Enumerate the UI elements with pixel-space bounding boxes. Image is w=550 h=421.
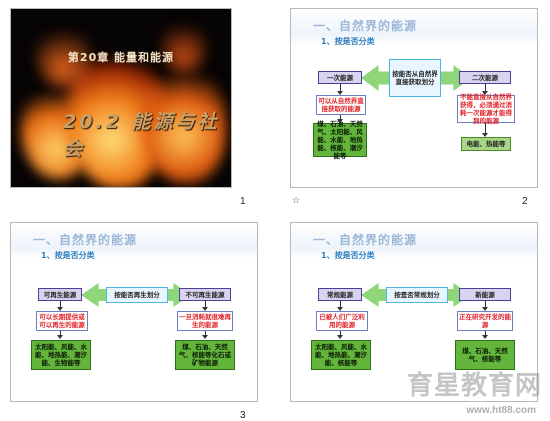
left-category-box: 可再生能源: [38, 288, 82, 301]
slide-number: 3: [240, 410, 246, 421]
connector-line: [340, 301, 341, 309]
right-examples-box: 煤、石油、天然气、核能等: [455, 340, 515, 370]
header-decoration: [11, 223, 257, 259]
right-description-box: 一旦消耗就很难再生的能源: [177, 311, 233, 331]
connector-line: [485, 331, 486, 337]
left-description-box: 已被人们广泛利用的能源: [316, 311, 368, 331]
right-description-box: 正在研究开发的能源: [457, 311, 513, 331]
slide-title: 一、自然界的能源: [33, 233, 138, 247]
connector-arrowhead: [202, 307, 208, 311]
left-description-box: 可以从自然界直接获取的能源: [316, 95, 366, 115]
slide-subtitle: 1、按是否分类: [321, 251, 375, 260]
slide-number: 1: [240, 196, 246, 207]
left-examples-box: 煤、石油、天然气、太阳能、风能、水能、地热能、核能、潮汐能等: [313, 120, 367, 160]
right-category-box: 新能源: [459, 288, 511, 301]
connector-arrowhead: [482, 307, 488, 311]
left-description-box: 可以长期提供或可以再生的能源: [36, 311, 88, 331]
slide-title: 第20章 能量和能源: [67, 51, 175, 64]
header-decoration: [291, 223, 537, 259]
right-category-box: 二次能源: [459, 71, 511, 84]
connector-arrowhead: [482, 91, 488, 95]
slide-subtitle: 20.2 能源与社会: [63, 111, 220, 160]
connector-line: [205, 301, 206, 309]
left-category-box: 一次能源: [318, 71, 362, 84]
connector-line: [485, 123, 486, 135]
connector-line: [60, 331, 61, 337]
right-examples-box: 煤、石油、天然气、核能等化石或矿物能源: [175, 340, 235, 370]
right-description-box: 不能直接从自然界获得，必须通过消耗一次能源才能得到的能源: [457, 93, 515, 125]
slide-title: 一、自然界的能源: [313, 19, 418, 33]
connector-arrowhead: [337, 91, 343, 95]
flame-graphic: [36, 19, 91, 89]
slide-3-thumbnail[interactable]: 一、自然界的能源 1、按是否分类 按能否再生划分 可再生能源 不可再生能源 可以…: [10, 222, 258, 402]
left-examples-box: 太阳能、风能、水能、地热能、潮汐能、核能等: [311, 340, 371, 370]
connector-arrowhead: [337, 307, 343, 311]
connector-line: [60, 301, 61, 309]
connector-line: [485, 301, 486, 309]
slide-2-thumbnail[interactable]: 一、自然界的能源 1、按是否分类 按能否从自然界直接获取划分 一次能源 二次能源…: [290, 8, 538, 188]
left-examples-box: 太阳能、风能、水能、地热能、潮汐能、生物能等: [31, 340, 91, 370]
slide-subtitle: 1、按是否分类: [321, 37, 375, 46]
connector-arrowhead: [337, 119, 343, 123]
star-icon: ☆: [292, 196, 301, 206]
center-classification-box: 按能否再生划分: [106, 287, 168, 303]
connector-arrowhead: [337, 335, 343, 339]
flame-graphic: [141, 64, 226, 184]
connector-line: [205, 331, 206, 337]
connector-arrowhead: [482, 335, 488, 339]
connector-arrowhead: [57, 307, 63, 311]
connector-arrowhead: [57, 335, 63, 339]
connector-line: [340, 115, 341, 121]
slide-1-thumbnail[interactable]: 第20章 能量和能源 20.2 能源与社会: [10, 8, 232, 188]
right-category-box: 不可再生能源: [179, 288, 231, 301]
center-classification-box: 按能否从自然界直接获取划分: [389, 59, 441, 97]
watermark-url: www.ht88.com: [466, 405, 536, 416]
flame-graphic: [161, 14, 206, 74]
connector-line: [485, 84, 486, 93]
watermark-logo: 育星教育网: [406, 371, 542, 401]
connector-line: [340, 331, 341, 337]
center-classification-box: 按是否常规划分: [386, 287, 448, 303]
slide-title: 一、自然界的能源: [313, 233, 418, 247]
left-category-box: 常规能源: [318, 288, 362, 301]
slide-number: 2: [522, 196, 528, 207]
connector-arrowhead: [202, 335, 208, 339]
slide-subtitle: 1、按是否分类: [41, 251, 95, 260]
connector-line: [340, 84, 341, 93]
slide-4-thumbnail[interactable]: 一、自然界的能源 1、按是否分类 按是否常规划分 常规能源 新能源 已被人们广泛…: [290, 222, 538, 402]
connector-arrowhead: [482, 133, 488, 137]
header-decoration: [291, 9, 537, 45]
right-examples-box: 电能、热能等: [461, 137, 511, 151]
